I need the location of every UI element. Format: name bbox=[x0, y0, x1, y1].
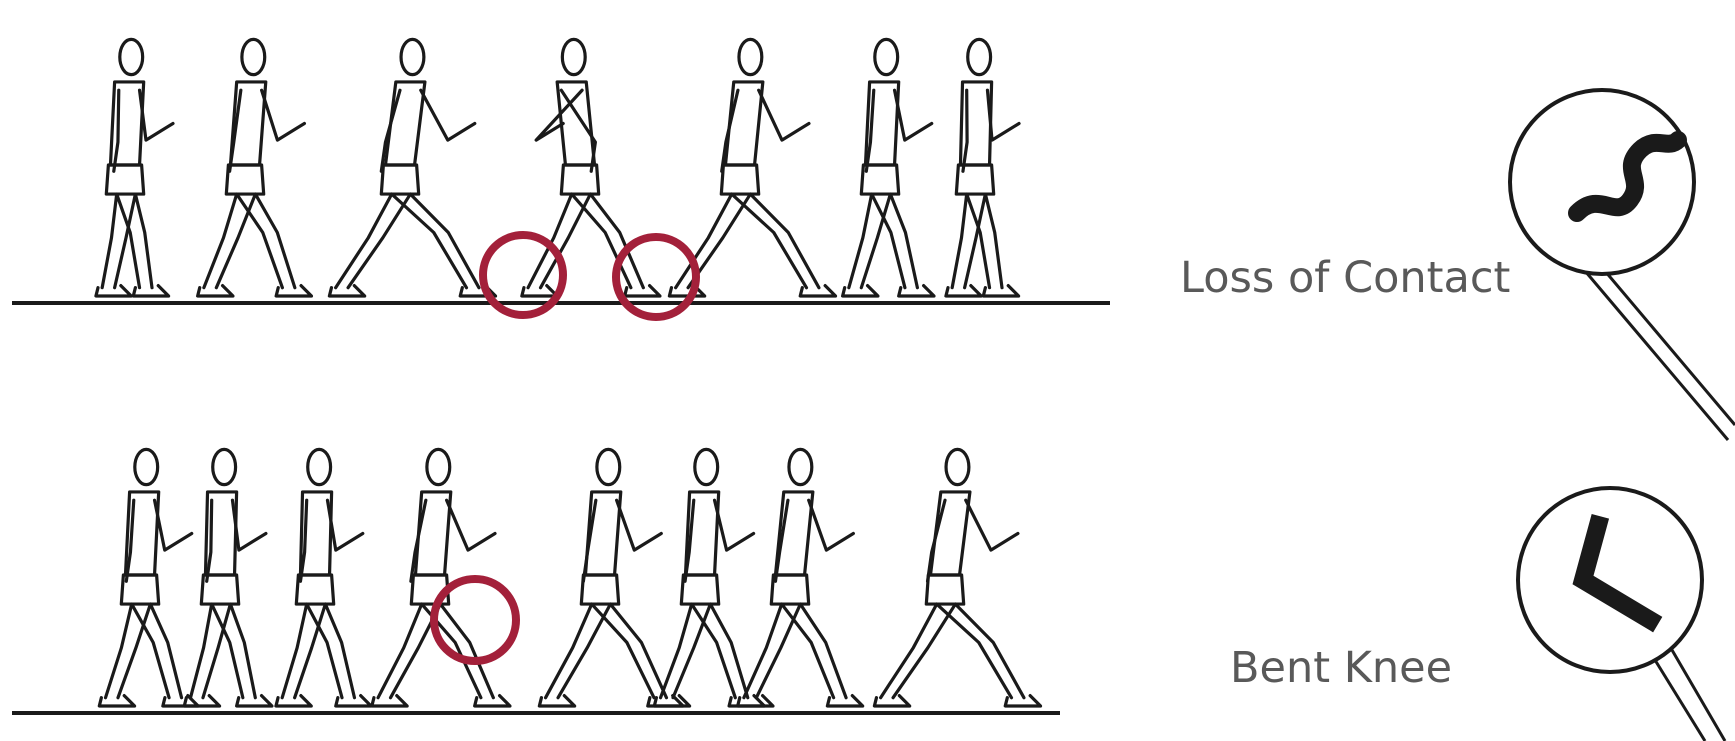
runner-head bbox=[946, 449, 969, 484]
runner-head bbox=[308, 449, 331, 484]
sign-disc bbox=[1518, 488, 1702, 672]
runner-leg bbox=[967, 194, 990, 288]
runner-head bbox=[120, 39, 143, 74]
runner-leg bbox=[861, 194, 890, 288]
runner-leg bbox=[952, 194, 967, 288]
runner-torso bbox=[415, 492, 450, 575]
runner-arm bbox=[895, 90, 932, 140]
runner-arm bbox=[262, 90, 305, 140]
runner-leg bbox=[204, 194, 237, 288]
loss-of-contact-sign bbox=[1510, 90, 1735, 440]
sign-post bbox=[1580, 265, 1728, 440]
runner-arm bbox=[809, 500, 854, 550]
runner-leg bbox=[295, 604, 326, 698]
runner-figure bbox=[843, 39, 934, 296]
runner-leg bbox=[132, 604, 169, 698]
runner-leg bbox=[118, 604, 150, 698]
runner-figure bbox=[99, 449, 198, 706]
sign-disc bbox=[1510, 90, 1694, 274]
runner-leg bbox=[282, 604, 307, 698]
runner-figure bbox=[946, 39, 1019, 296]
runner-head bbox=[597, 449, 620, 484]
runner-figure bbox=[539, 449, 683, 706]
runner-head bbox=[401, 39, 424, 74]
runner-leg bbox=[255, 194, 294, 288]
runner-arm bbox=[155, 500, 192, 550]
runner-leg bbox=[849, 194, 872, 288]
runner-figure bbox=[184, 449, 272, 706]
runner-head bbox=[242, 39, 265, 74]
runner-head bbox=[789, 449, 812, 484]
runner-figure bbox=[276, 449, 371, 706]
runner-leg bbox=[692, 604, 736, 698]
runner-head bbox=[213, 449, 236, 484]
runner-arm bbox=[715, 500, 754, 550]
runner-figure bbox=[522, 39, 660, 296]
runner-head bbox=[427, 449, 450, 484]
runner-leg bbox=[661, 604, 692, 698]
bent-knee-highlights bbox=[434, 579, 516, 661]
runner-head bbox=[135, 449, 158, 484]
runner-shorts bbox=[721, 165, 758, 194]
runner-head bbox=[695, 449, 718, 484]
sign-post bbox=[1672, 650, 1725, 741]
runner-leg bbox=[881, 604, 937, 698]
runner-head bbox=[875, 39, 898, 74]
runner-shorts bbox=[581, 575, 618, 604]
runner-arm bbox=[928, 500, 945, 581]
highlight-circle bbox=[434, 579, 516, 661]
runner-arm bbox=[411, 500, 426, 581]
runner-figure bbox=[198, 39, 312, 296]
runner-head bbox=[968, 39, 991, 74]
runner-shorts bbox=[226, 165, 263, 194]
runner-leg bbox=[893, 604, 955, 698]
runner-arm bbox=[447, 500, 495, 550]
runner-leg bbox=[676, 194, 732, 288]
runner-figure bbox=[874, 449, 1040, 706]
runner-figure bbox=[329, 39, 495, 296]
runner-leg bbox=[800, 604, 846, 698]
runner-shorts bbox=[106, 165, 143, 194]
runner-leg bbox=[117, 194, 140, 288]
runner-leg bbox=[106, 604, 132, 698]
bent-knee-figures bbox=[99, 449, 1040, 706]
runner-arm bbox=[759, 90, 809, 140]
runner-arm bbox=[140, 90, 173, 140]
runner-leg bbox=[610, 604, 666, 698]
runner-arm bbox=[421, 90, 475, 140]
loss-of-contact-label: Loss of Contact bbox=[1180, 253, 1510, 303]
runner-head bbox=[562, 39, 585, 74]
runner-leg bbox=[782, 604, 834, 698]
sign-post bbox=[1655, 660, 1705, 741]
runner-shorts bbox=[926, 575, 963, 604]
runner-figure bbox=[738, 449, 863, 706]
runner-arm bbox=[617, 500, 662, 550]
runner-leg bbox=[750, 194, 819, 288]
runner-shorts bbox=[381, 165, 418, 194]
sign-post bbox=[1594, 258, 1735, 425]
bent-knee-label: Bent Knee bbox=[1230, 643, 1452, 693]
runner-figure bbox=[96, 39, 173, 296]
runner-leg bbox=[955, 604, 1024, 698]
runner-leg bbox=[348, 194, 410, 288]
runner-leg bbox=[230, 604, 255, 698]
runner-leg bbox=[102, 194, 117, 288]
bent-knee-sign bbox=[1518, 488, 1725, 741]
runner-figure bbox=[654, 449, 764, 706]
runner-leg bbox=[237, 194, 283, 288]
runner-head bbox=[739, 39, 762, 74]
runner-arm bbox=[966, 500, 1018, 550]
runner-arm bbox=[722, 90, 738, 171]
runner-leg bbox=[336, 194, 392, 288]
runner-leg bbox=[410, 194, 479, 288]
